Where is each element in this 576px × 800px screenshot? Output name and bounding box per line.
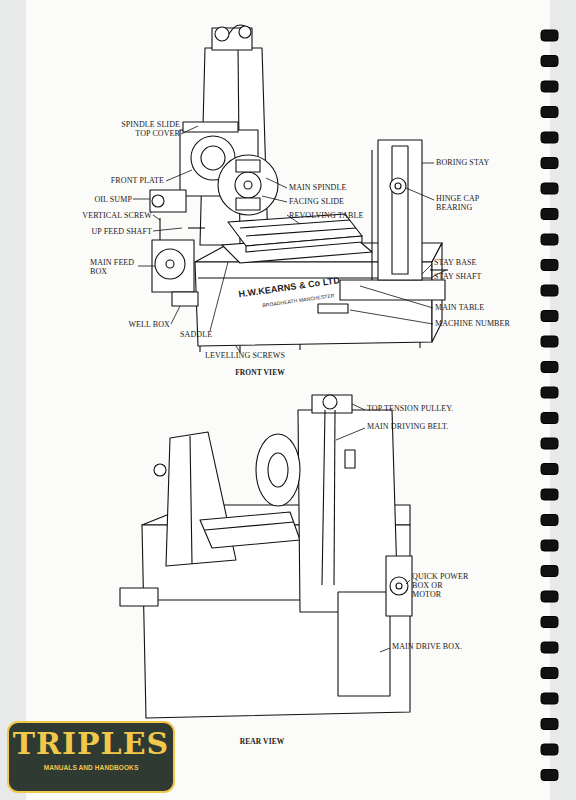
rear-view [120, 395, 412, 718]
binding-loop [541, 81, 558, 92]
part-label: MAIN FEED BOX [90, 258, 136, 276]
binding-loop [541, 234, 558, 245]
part-label: WELL BOX [120, 320, 170, 329]
top-tension-pulley [312, 395, 352, 413]
well-box [172, 292, 198, 306]
rear-tray [120, 588, 158, 606]
binding-loop [541, 642, 558, 653]
binding-loop [541, 744, 558, 755]
part-label: SADDLE [180, 330, 220, 339]
part-label: HINGE CAP BEARING [436, 194, 486, 212]
binding-loop [541, 413, 558, 424]
binding-loop [541, 464, 558, 475]
spiral-binding [541, 30, 558, 781]
binding-loop [541, 693, 558, 704]
part-label: SPINDLE SLIDE TOP COVER [104, 120, 180, 138]
rear-column [298, 410, 398, 612]
logo-text: MANUALS AND HANDBOOKS [12, 764, 170, 772]
binding-loop [541, 438, 558, 449]
leader-lines [133, 126, 446, 652]
binding-loop [541, 56, 558, 67]
binding-loop [541, 183, 558, 194]
front-view [150, 25, 448, 352]
facing-head [218, 155, 278, 215]
top-cover [183, 122, 238, 132]
binding-loop [541, 566, 558, 577]
main-feed-box [152, 240, 194, 292]
binding-loop [541, 209, 558, 220]
view-caption: REAR VIEW [222, 737, 302, 746]
binding-loop [541, 362, 558, 373]
part-label: QUICK POWER BOX OR MOTOR [412, 572, 470, 599]
part-label: MAIN SPINDLE [289, 183, 369, 192]
binding-loop [541, 540, 558, 551]
binding-loop [541, 489, 558, 500]
part-label: LEVELLING SCREWS [205, 351, 295, 360]
logo-badge [8, 722, 174, 792]
binding-loop [541, 336, 558, 347]
part-label: MACHINE NUMBER [435, 319, 525, 328]
binding-loop [541, 260, 558, 271]
binding-loop [541, 285, 558, 296]
binding-loop [541, 668, 558, 679]
part-label: UP FEED SHAFT [60, 227, 152, 236]
part-label: FRONT PLATE [100, 176, 164, 185]
binding-loop [541, 30, 558, 41]
driving-belt [322, 410, 325, 585]
hinge-cap-bearing [390, 178, 406, 194]
quick-power-box [386, 556, 412, 616]
boring-stay [378, 140, 422, 280]
stay-base [340, 280, 445, 300]
machine-number-plate [318, 304, 348, 313]
part-label: MAIN TABLE [435, 303, 505, 312]
view-caption: FRONT VIEW [220, 368, 300, 377]
part-label: TOP TENSION PULLEY. [367, 404, 477, 413]
binding-loop [541, 158, 558, 169]
binding-loop [541, 770, 558, 781]
oil-sump [150, 190, 186, 212]
binding-loop [541, 311, 558, 322]
rear-table [200, 512, 300, 548]
part-label: STAY SHAFT [434, 272, 504, 281]
logo-text: TRIPLES [12, 728, 170, 760]
part-label: STAY BASE [434, 258, 504, 267]
binding-loop [541, 387, 558, 398]
part-label: MAIN DRIVE BOX. [392, 642, 482, 651]
hand-wheel [155, 249, 185, 279]
binding-loop [541, 719, 558, 730]
part-label: REVOLVING TABLE [289, 211, 379, 220]
main-drive-box [338, 592, 390, 696]
part-label: VERTICAL SCREW [60, 211, 152, 220]
part-label: FACING SLIDE [289, 197, 369, 206]
rear-facing-head [256, 434, 300, 506]
part-label: MAIN DRIVING BELT. [367, 422, 477, 431]
part-label: BORING STAY [436, 158, 506, 167]
binding-loop [541, 132, 558, 143]
binding-loop [541, 107, 558, 118]
binding-loop [541, 617, 558, 628]
binding-loop [541, 515, 558, 526]
binding-loop [541, 591, 558, 602]
paper [26, 0, 550, 800]
part-label: OIL SUMP [70, 195, 132, 204]
